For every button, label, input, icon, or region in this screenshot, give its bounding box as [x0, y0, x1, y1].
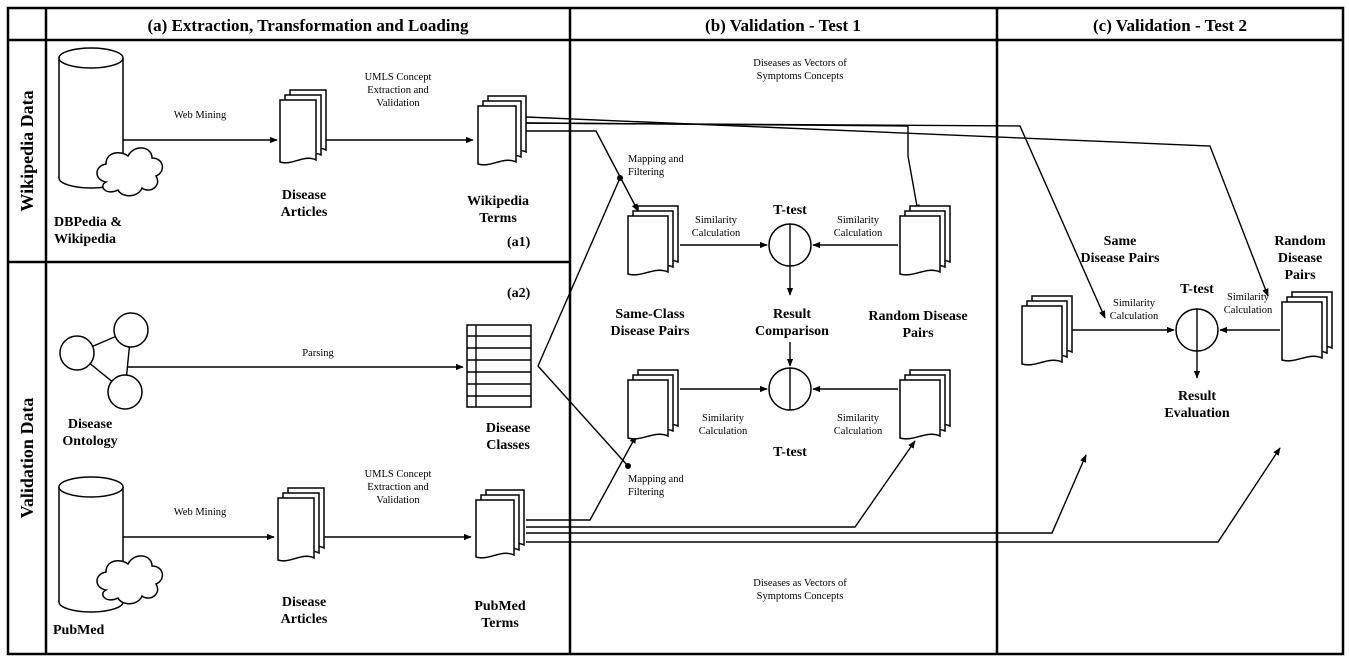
ttest-top-label: T-test [773, 203, 807, 218]
document-stack-icon-same-class-top [627, 205, 679, 276]
ontology-graph-icon [59, 312, 149, 410]
document-stack-icon-wiki-articles [279, 89, 327, 164]
document-stack-icon-pubmed-articles [277, 487, 325, 562]
table-icon-disease-classes [466, 324, 532, 408]
document-stack-icon-same-pairs [1021, 295, 1073, 366]
ttest-bottom-label: T-test [773, 445, 807, 460]
document-stack-icon-random-pairs [1281, 291, 1333, 362]
document-stack-icon-random-bottom [899, 369, 951, 440]
header-etl: (a) Extraction, Transformation and Loadi… [148, 16, 469, 35]
row-label-validation: Validation Data [17, 398, 37, 519]
ttest-node-bottom [768, 367, 812, 411]
ttest-node-top [768, 223, 812, 267]
document-stack-icon-pubmed-terms [475, 489, 525, 559]
header-test2: (c) Validation - Test 2 [1093, 16, 1247, 35]
panel-label-a1: (a1) [507, 235, 531, 250]
web-mining-wiki-label: Web Mining [174, 110, 227, 121]
document-stack-icon-random-top [899, 205, 951, 276]
pubmed-source-label: PubMed [53, 623, 105, 638]
document-stack-icon-wiki-terms [477, 95, 527, 166]
header-test1: (b) Validation - Test 1 [705, 16, 861, 35]
ttest-test2-label: T-test [1180, 282, 1214, 297]
document-stack-icon-same-class-bottom [627, 369, 679, 440]
mapping-node-bottom [625, 463, 631, 469]
mapping-node-top [617, 175, 623, 181]
row-label-wikipedia: Wikipedia Data [17, 90, 37, 211]
frame [6, 6, 1345, 656]
dbpedia-label: DBPedia &Wikipedia [54, 215, 122, 247]
ttest-node-test2 [1175, 308, 1219, 352]
parsing-label: Parsing [302, 348, 334, 359]
web-mining-pubmed-label: Web Mining [174, 507, 227, 518]
database-icon-dbpedia [58, 47, 164, 197]
connector-lines [525, 116, 1281, 543]
panel-label-a2: (a2) [507, 286, 531, 301]
database-icon-pubmed [58, 476, 164, 613]
